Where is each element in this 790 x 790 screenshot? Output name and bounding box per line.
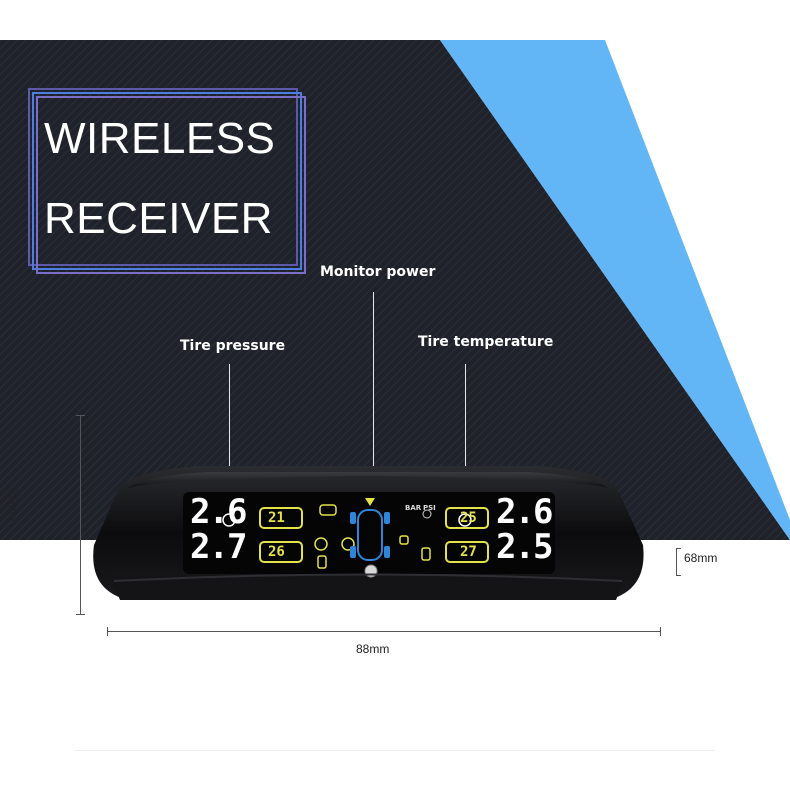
- car-icon: [357, 509, 383, 561]
- banner-background: [0, 40, 790, 540]
- unit-psi-label: PSI: [423, 504, 436, 512]
- height-dimension-line: [80, 415, 81, 615]
- car-wheel-rr: [384, 546, 390, 558]
- unit-bar-label: BAR: [405, 504, 422, 512]
- tire-temperature-label: Tire temperature: [418, 334, 554, 350]
- width-dimension-cap-left: [107, 627, 108, 636]
- tire-pressure-label: Tire pressure: [180, 338, 286, 354]
- height-dimension-cap-bottom: [76, 614, 85, 615]
- device-base: [108, 570, 628, 600]
- signal-icon: [365, 498, 375, 506]
- pressure-rear-right: 2.5: [496, 527, 553, 567]
- title-frame-outer: [28, 88, 298, 266]
- dark-panel: [0, 40, 790, 540]
- title-box: WIRELESS RECEIVER: [28, 88, 306, 274]
- temp-box-rear-left: [259, 541, 303, 563]
- title-line-2: RECEIVER: [44, 194, 273, 243]
- width-dimension-line: [107, 631, 661, 632]
- link-icon: [399, 535, 409, 545]
- title-frame-mid: [32, 92, 302, 270]
- device-top: [128, 472, 608, 488]
- car-wheel-fr: [384, 512, 390, 524]
- tpms-receiver-device: [93, 466, 644, 600]
- width-dimension-cap-right: [660, 627, 661, 636]
- temp-rear-right: 27: [460, 544, 477, 560]
- tire-pressure-leader: [229, 364, 230, 518]
- temp-front-right: 25: [460, 510, 477, 526]
- temp-box-front-right: [445, 507, 489, 529]
- monitor-power-label: Monitor power: [320, 264, 436, 280]
- tire-pressure-marker: [222, 513, 236, 527]
- temp-box-rear-right: [445, 541, 489, 563]
- tire-temperature-leader: [465, 364, 466, 518]
- battery-icon: [319, 504, 337, 516]
- tire-temperature-marker: [458, 513, 472, 527]
- pressure-front-right: 2.6: [496, 492, 553, 532]
- height-dimension-label: 25mm: [6, 488, 20, 522]
- blue-panel: [440, 40, 790, 540]
- monitor-power-leader: [373, 292, 374, 494]
- title-line-1: WIRELESS: [44, 114, 276, 163]
- height-dimension-cap-top: [76, 415, 85, 416]
- temp-front-left: 21: [268, 510, 285, 526]
- car-wheel-rl: [350, 546, 356, 558]
- footer-divider: [75, 750, 715, 751]
- tire-warning-icon: [314, 537, 328, 551]
- pressure-front-left: 2.6: [190, 492, 247, 532]
- depth-dimension-bracket: [676, 548, 681, 576]
- pressure-icon-right: [422, 509, 432, 519]
- lcd-screen: [183, 492, 555, 574]
- pressure-rear-left: 2.7: [190, 527, 247, 567]
- temp-box-front-left: [259, 507, 303, 529]
- depth-dimension-label: 68mm: [684, 551, 718, 565]
- device-seam: [113, 573, 623, 582]
- tire-warning-icon-2: [341, 537, 355, 551]
- temp-rear-left: 26: [268, 544, 285, 560]
- sensor-icon: [317, 555, 327, 569]
- sensor-icon-right: [421, 547, 431, 561]
- width-dimension-label: 88mm: [356, 642, 390, 656]
- title-frame-inner: [36, 96, 306, 274]
- car-wheel-fl: [350, 512, 356, 524]
